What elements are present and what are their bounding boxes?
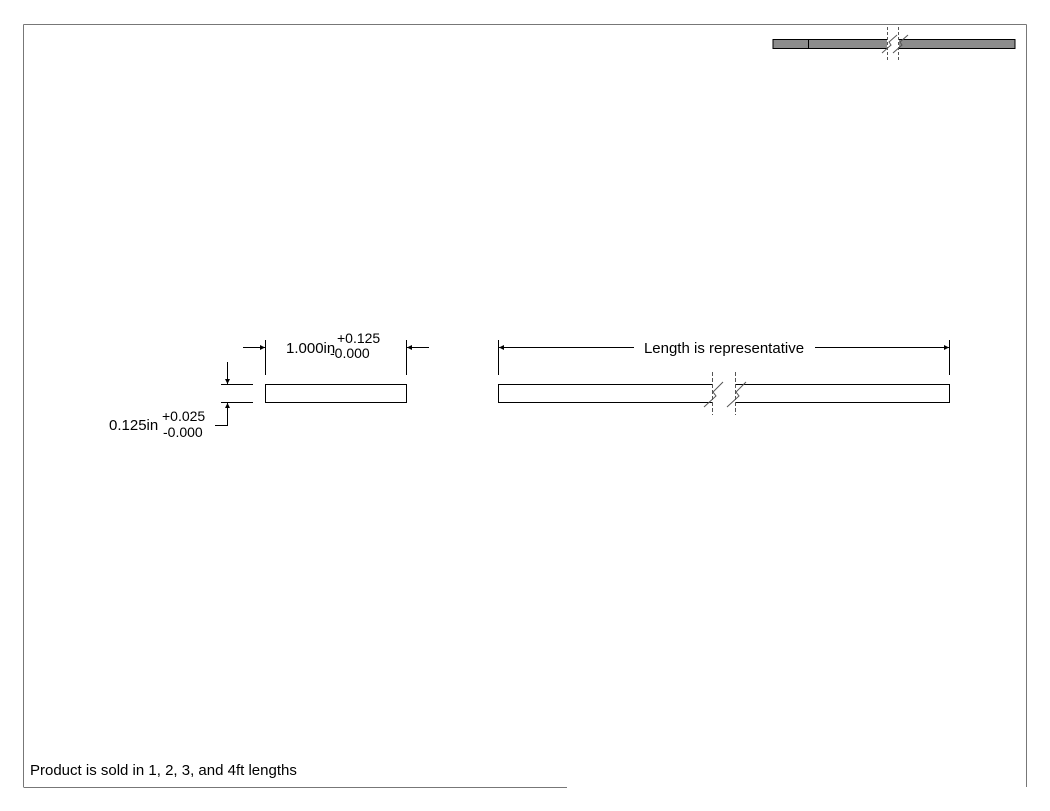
thumbnail-view [772, 27, 1016, 60]
thickness-tolerance-minus: -0.000 [163, 424, 203, 440]
sheet-border [23, 24, 1027, 788]
thickness-dimension: 0.125in +0.025 -0.000 [109, 362, 253, 440]
cross-section-profile [265, 384, 407, 403]
thickness-value: 0.125in [109, 417, 158, 434]
break-symbol [703, 372, 747, 415]
side-view-profile [498, 384, 950, 403]
thickness-tolerance-plus: +0.025 [162, 408, 205, 424]
width-value: 1.000in [286, 340, 335, 357]
length-dimension: Length is representative [498, 340, 950, 375]
width-tolerance-minus: -0.000 [330, 345, 370, 361]
product-note: Product is sold in 1, 2, 3, and 4ft leng… [30, 762, 297, 779]
length-label: Length is representative [644, 340, 804, 357]
width-dimension: 1.000in +0.125 -0.000 [243, 330, 429, 375]
width-tolerance-plus: +0.125 [337, 330, 380, 346]
